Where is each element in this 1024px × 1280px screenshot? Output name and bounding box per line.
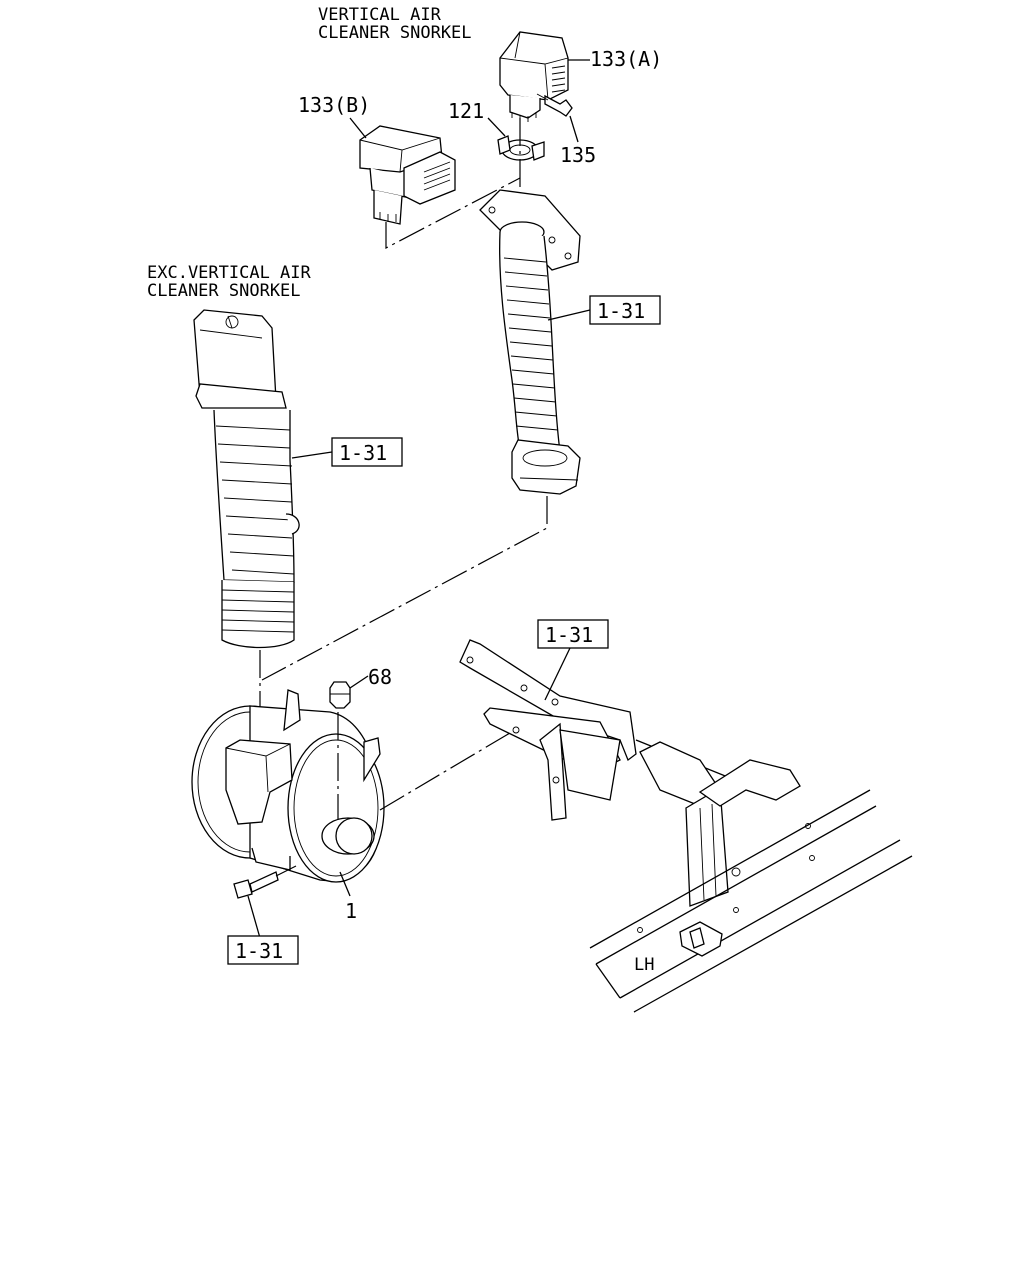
note-exc-snorkel-line1: EXC.VERTICAL AIR [147,263,312,283]
ref-box-lower-duct [331,437,403,467]
clamp-121 [497,135,545,161]
ref-lower-duct: 1-31 [339,441,387,465]
leader-121 [487,117,506,137]
leader-68 [349,675,369,689]
mounting-bolt [233,871,279,899]
upper-intake-duct [479,189,581,495]
ref-bolt: 1-31 [235,939,283,963]
callout-1: 1 [345,899,357,923]
snorkel-cap-133b [359,125,456,225]
callout-68: 68 [368,665,392,689]
note-exc-snorkel-line2: CLEANER SNORKEL [147,281,301,301]
leader-bolt [247,895,261,939]
mounting-bracket [459,639,637,821]
ref-box-bracket [537,619,609,649]
frame-side-member [589,739,913,1013]
ref-box-upper-duct [589,295,661,325]
note-vertical-snorkel-line2: CLEANER SNORKEL [318,23,472,43]
leader-bracket [544,647,571,701]
leader-1 [339,871,351,897]
leader-lower-duct [291,451,333,459]
screw-135 [536,93,573,117]
callout-135: 135 [560,143,596,167]
assembly-line-duct-to-cleaner [261,496,548,681]
callout-121: 121 [448,99,484,123]
leader-133b [349,117,367,139]
ref-bracket: 1-31 [545,623,593,647]
lower-intake-duct [193,309,300,649]
callout-133b: 133(B) [298,93,370,117]
assembly-line-bolt [275,865,297,877]
assembly-line-133b [385,177,521,249]
ref-upper-duct: 1-31 [597,299,645,323]
plug-68 [329,681,351,709]
note-vertical-snorkel-line1: VERTICAL AIR [318,5,442,25]
air-cleaner-1 [191,689,385,883]
assembly-line-cleaner-to-bracket [379,729,516,811]
leader-upper-duct [547,309,591,321]
callout-133a: 133(A) [590,47,662,71]
ref-box-bolt [227,935,299,965]
leader-135 [569,115,579,143]
side-label-lh: LH [634,955,654,975]
